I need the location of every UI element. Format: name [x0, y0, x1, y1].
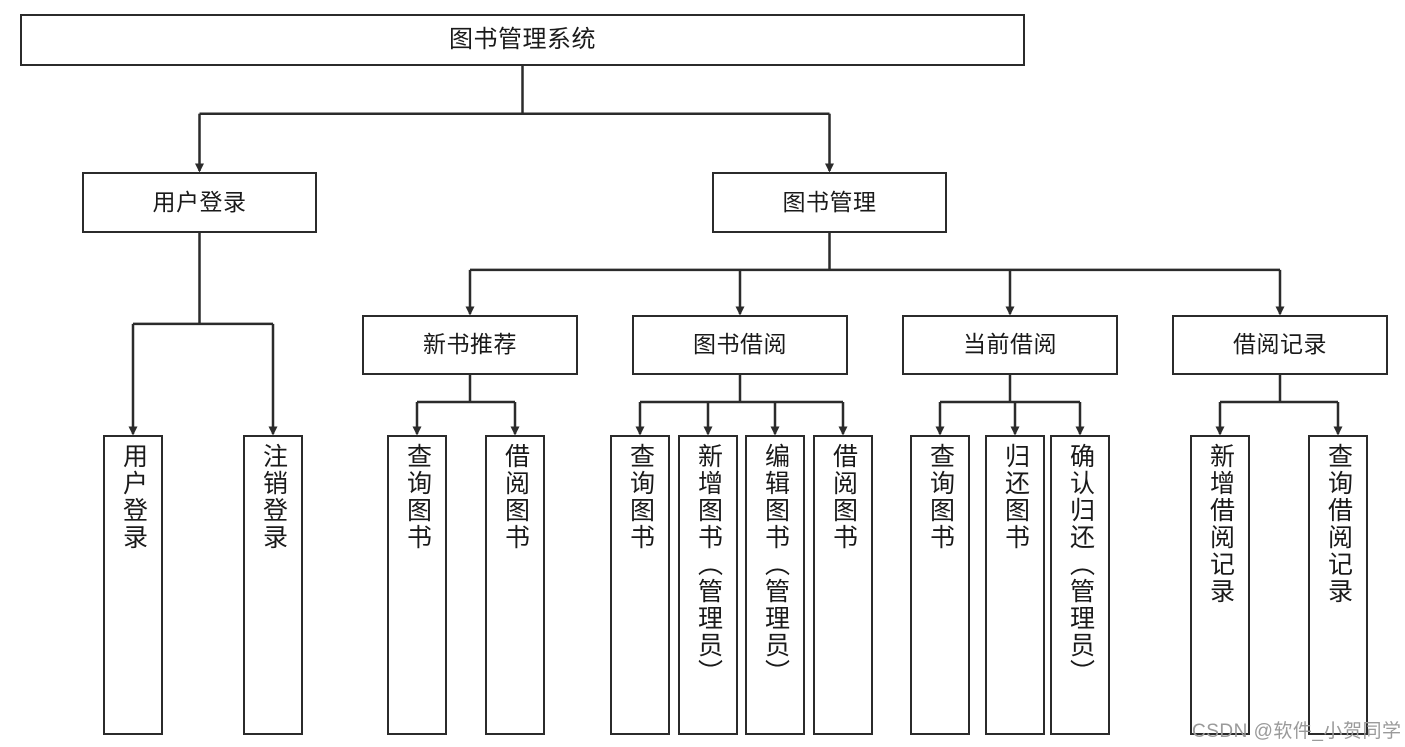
node-label: 借阅图书: [829, 443, 858, 551]
node-label: 图书管理: [782, 188, 877, 215]
node-label: 查询图书: [403, 443, 432, 551]
node-l9[interactable]: 查询图书: [910, 435, 970, 735]
node-l3[interactable]: 查询图书: [387, 435, 447, 735]
node-l11[interactable]: 确认归还（管理员）: [1050, 435, 1110, 735]
node-label: 编辑图书（管理员）: [761, 443, 790, 686]
node-label: 用户登录: [119, 443, 148, 551]
node-root[interactable]: 图书管理系统: [20, 14, 1025, 66]
node-l7[interactable]: 编辑图书（管理员）: [745, 435, 805, 735]
node-l12[interactable]: 新增借阅记录: [1190, 435, 1250, 735]
node-label: 查询图书: [626, 443, 655, 551]
node-bookmgmt[interactable]: 图书管理: [712, 172, 947, 233]
node-l1[interactable]: 用户登录: [103, 435, 163, 735]
node-l4[interactable]: 借阅图书: [485, 435, 545, 735]
node-label: 借阅记录: [1233, 331, 1327, 358]
node-l5[interactable]: 查询图书: [610, 435, 670, 735]
node-label: 注销登录: [259, 443, 288, 551]
node-label: 新书推荐: [423, 331, 517, 358]
node-l10[interactable]: 归还图书: [985, 435, 1045, 735]
node-label: 当前借阅: [963, 331, 1057, 358]
node-label: 借阅图书: [501, 443, 530, 551]
node-label: 新增借阅记录: [1206, 443, 1235, 605]
node-login[interactable]: 用户登录: [82, 172, 317, 233]
node-label: 归还图书: [1001, 443, 1030, 551]
node-label: 新增图书（管理员）: [694, 443, 723, 686]
csdn-watermark: CSDN @软件_小贺同学: [1192, 721, 1402, 742]
node-label: 图书管理系统: [449, 25, 596, 53]
node-newbook[interactable]: 新书推荐: [362, 315, 578, 375]
node-l2[interactable]: 注销登录: [243, 435, 303, 735]
node-label: 图书借阅: [693, 331, 787, 358]
node-l6[interactable]: 新增图书（管理员）: [678, 435, 738, 735]
node-l8[interactable]: 借阅图书: [813, 435, 873, 735]
node-label: 查询图书: [926, 443, 955, 551]
node-label: 确认归还（管理员）: [1066, 443, 1095, 686]
node-l13[interactable]: 查询借阅记录: [1308, 435, 1368, 735]
node-borrow[interactable]: 图书借阅: [632, 315, 848, 375]
node-current[interactable]: 当前借阅: [902, 315, 1118, 375]
node-records[interactable]: 借阅记录: [1172, 315, 1388, 375]
node-label: 查询借阅记录: [1324, 443, 1353, 605]
node-label: 用户登录: [152, 188, 247, 215]
